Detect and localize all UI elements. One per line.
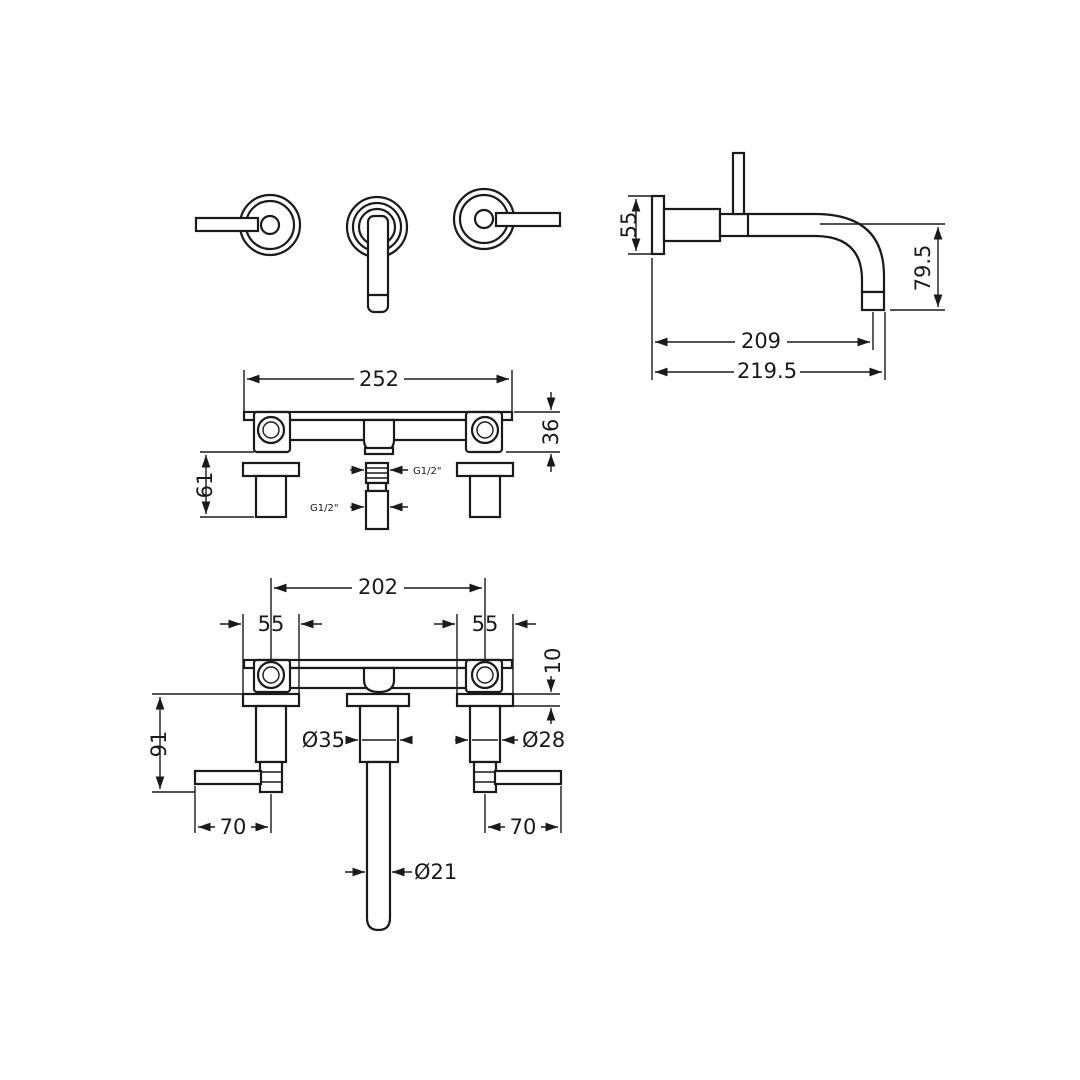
left-handle (194, 193, 302, 257)
dim-lever-left: 70 (220, 815, 247, 839)
dim-spout-dia: Ø21 (414, 860, 457, 884)
thread-label-bottom: G1/2" (310, 503, 338, 514)
dim-front-plate: 10 (541, 648, 565, 675)
dim-side-overall: 219.5 (737, 359, 797, 383)
right-handle (452, 187, 562, 251)
dim-side-reach: 209 (741, 329, 781, 353)
dim-front-rose-right: 55 (472, 612, 499, 636)
dim-front-centres: 202 (358, 575, 398, 599)
valve-body (662, 207, 722, 243)
spout-front (345, 195, 409, 314)
dim-side-drop: 79.5 (911, 245, 935, 292)
spout-side (748, 212, 886, 294)
dim-front-rose-left: 55 (258, 612, 285, 636)
dim-plan-body: 61 (193, 472, 217, 499)
installation-view: 202 55 55 10 91 Ø35 Ø28 (147, 574, 565, 932)
dim-front-height: 91 (147, 731, 171, 758)
wall-plate (650, 194, 666, 256)
lever (731, 151, 746, 216)
dim-plan-height: 36 (539, 419, 563, 446)
front-elevation-view (194, 187, 562, 314)
dim-spout-body-dia: Ø35 (302, 728, 345, 752)
plan-view: 252 36 61 G1/2" G1/2" (193, 366, 563, 531)
thread-label-top: G1/2" (413, 466, 441, 477)
side-elevation-view: 55 79.5 209 219.5 (617, 151, 945, 386)
dim-side-height: 55 (617, 212, 641, 239)
dim-lever-right: 70 (510, 815, 537, 839)
dim-plan-width: 252 (359, 367, 399, 391)
dim-valve-body-dia: Ø28 (522, 728, 565, 752)
